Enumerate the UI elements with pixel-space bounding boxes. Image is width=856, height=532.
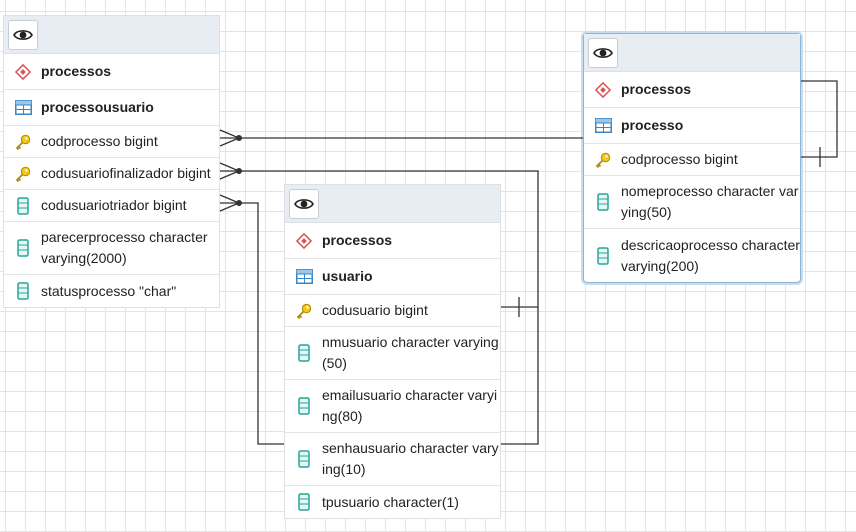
column-label: statusprocesso "char" bbox=[41, 282, 177, 299]
column-row[interactable]: statusprocesso "char" bbox=[4, 275, 219, 307]
table-name-row: usuario bbox=[285, 259, 500, 295]
crowfoot-many-icon bbox=[219, 129, 241, 147]
column-label: emailusuario character varying(80) bbox=[322, 387, 498, 424]
schema-row: processos bbox=[4, 54, 219, 90]
column-label: codusuariotriador bigint bbox=[41, 197, 187, 213]
column-row[interactable]: senhausuario character varying(10) bbox=[285, 433, 500, 486]
view-toggle-button[interactable] bbox=[8, 19, 38, 50]
column-label: descricaoprocesso character varying(200) bbox=[621, 236, 800, 274]
fk-link-codusuariotriador bbox=[220, 202, 284, 445]
table-node-usuario[interactable]: processos usuario codusuario bigint nmus… bbox=[284, 184, 501, 519]
eye-icon bbox=[13, 29, 33, 40]
view-toggle-button[interactable] bbox=[289, 188, 319, 219]
crowfoot-many-icon bbox=[219, 162, 241, 180]
column-row[interactable]: tpusuario character(1) bbox=[285, 486, 500, 518]
key-icon bbox=[15, 134, 31, 150]
eye-icon bbox=[593, 47, 613, 58]
column-label: codprocesso bigint bbox=[41, 133, 158, 149]
table-name: processousuario bbox=[41, 99, 154, 115]
column-row[interactable]: nmusuario character varying(50) bbox=[285, 327, 500, 380]
column-icon bbox=[17, 239, 29, 257]
key-icon bbox=[296, 303, 312, 319]
column-row[interactable]: descricaoprocesso character varying(200) bbox=[584, 229, 800, 282]
column-label: tpusuario character(1) bbox=[322, 493, 459, 510]
column-label: codprocesso bigint bbox=[621, 151, 738, 167]
column-label: codusuario bigint bbox=[322, 302, 428, 318]
column-label: nmusuario character varying(50) bbox=[322, 334, 499, 371]
table-header bbox=[584, 34, 800, 72]
column-row[interactable]: parecerprocesso character varying(2000) bbox=[4, 222, 219, 275]
column-label: senhausuario character varying(10) bbox=[322, 440, 499, 477]
column-row[interactable]: codusuario bigint bbox=[285, 295, 500, 327]
schema-icon bbox=[15, 63, 31, 80]
column-label: nomeprocesso character varying(50) bbox=[621, 183, 799, 220]
schema-icon bbox=[595, 81, 611, 98]
column-icon bbox=[17, 282, 29, 300]
column-row[interactable]: codprocesso bigint bbox=[584, 144, 800, 176]
column-icon bbox=[298, 344, 310, 362]
column-row[interactable]: nomeprocesso character varying(50) bbox=[584, 176, 800, 229]
schema-row: processos bbox=[584, 72, 800, 108]
column-icon bbox=[298, 493, 310, 511]
column-label: codusuariofinalizador bigint bbox=[41, 165, 211, 181]
column-row[interactable]: codprocesso bigint bbox=[4, 126, 219, 158]
table-name: processo bbox=[621, 117, 684, 133]
crowfoot-many-icon bbox=[219, 194, 241, 212]
table-icon bbox=[295, 269, 313, 284]
view-toggle-button[interactable] bbox=[588, 37, 618, 68]
table-node-processo[interactable]: processos processo codprocesso bigint no… bbox=[583, 33, 801, 283]
key-icon bbox=[15, 166, 31, 182]
column-icon bbox=[298, 450, 310, 468]
column-icon bbox=[298, 397, 310, 415]
column-row[interactable]: codusuariotriador bigint bbox=[4, 190, 219, 222]
column-icon bbox=[17, 196, 29, 215]
table-name: usuario bbox=[322, 268, 373, 284]
eye-icon bbox=[294, 198, 314, 209]
table-icon bbox=[14, 100, 32, 115]
table-header bbox=[4, 16, 219, 54]
schema-label: processos bbox=[621, 81, 692, 97]
table-header bbox=[285, 185, 500, 223]
column-label: parecerprocesso character varying(2000) bbox=[41, 229, 208, 266]
link-dot bbox=[236, 135, 242, 141]
link-dot bbox=[236, 200, 242, 206]
table-node-processousuario[interactable]: processos processousuario codprocesso bi… bbox=[3, 15, 220, 308]
table-name-row: processo bbox=[584, 108, 800, 144]
schema-icon bbox=[296, 232, 312, 249]
fk-link-processo-pk bbox=[801, 80, 838, 158]
column-row[interactable]: emailusuario character varying(80) bbox=[285, 380, 500, 433]
schema-label: processos bbox=[41, 63, 112, 79]
schema-label: processos bbox=[322, 232, 393, 248]
column-icon bbox=[597, 246, 609, 265]
column-icon bbox=[597, 193, 609, 211]
table-icon bbox=[594, 118, 612, 133]
key-icon bbox=[595, 152, 611, 168]
fk-link-usuario-pk-return bbox=[501, 307, 539, 445]
schema-row: processos bbox=[285, 223, 500, 259]
link-dot bbox=[236, 168, 242, 174]
column-row[interactable]: codusuariofinalizador bigint bbox=[4, 158, 219, 190]
table-name-row: processousuario bbox=[4, 90, 219, 126]
